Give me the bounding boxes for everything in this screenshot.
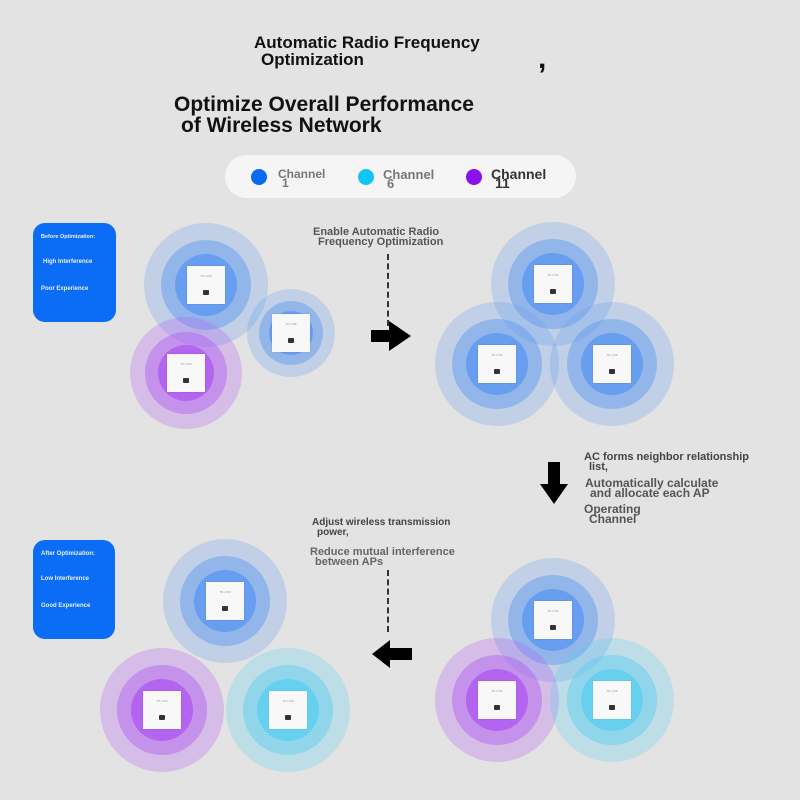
legend-label: Channel	[278, 167, 326, 181]
ap-brand-label: TP-LINK	[282, 699, 294, 703]
access-point-icon: TP-LINK	[269, 691, 307, 729]
ap-brand-label: TP-LINK	[285, 322, 297, 326]
channel-6-dot-icon	[358, 169, 374, 185]
ap-brand-label: TP-LINK	[547, 273, 559, 277]
ethernet-port-icon	[494, 705, 500, 710]
access-point-icon: TP-LINK	[272, 314, 310, 352]
card-heading: Before Optimization:	[41, 234, 96, 240]
arrow-right-icon	[371, 321, 411, 351]
subtitle-line-1: Optimize Overall Performance	[174, 93, 474, 116]
step-allocate-note-3: Operating Channel	[584, 502, 641, 526]
card-line-interference: High Interference	[43, 259, 93, 265]
access-point-icon: TP-LINK	[167, 354, 205, 392]
channel-1-dot-icon	[251, 169, 267, 185]
ap-brand-label: TP-LINK	[156, 699, 168, 703]
step-note-line: Operating	[584, 502, 641, 516]
ethernet-port-icon	[550, 625, 556, 630]
legend-number: 6	[387, 176, 395, 191]
step-adjust-note: Adjust wireless transmission power,	[312, 518, 450, 538]
legend-number: 1	[282, 176, 289, 190]
step-note-line: list,	[589, 461, 608, 473]
step-allocate-note: AC forms neighbor relationship list,	[584, 451, 750, 473]
dashed-connector	[387, 254, 389, 326]
page-title: Automatic Radio Frequency Optimization	[254, 34, 480, 68]
card-line-experience: Good Experience	[41, 603, 91, 609]
ethernet-port-icon	[222, 606, 228, 611]
dashed-connector	[387, 570, 389, 632]
step-note-line: Automatically calculate	[585, 476, 719, 490]
step-note-line: Channel	[589, 512, 637, 526]
ethernet-port-icon	[609, 705, 615, 710]
after-optimization-card: After Optimization: Low Interference Goo…	[33, 540, 115, 639]
ap-brand-label: TP-LINK	[219, 590, 231, 594]
ethernet-port-icon	[159, 715, 165, 720]
card-line-interference: Low Interference	[41, 576, 90, 582]
ap-brand-label: TP-LINK	[200, 274, 212, 278]
ethernet-port-icon	[285, 715, 291, 720]
ethernet-port-icon	[494, 369, 500, 374]
access-point-icon: TP-LINK	[187, 266, 225, 304]
step-note-line: Frequency Optimization	[318, 236, 444, 248]
before-optimization-card: Before Optimization: High Interference P…	[33, 223, 116, 322]
access-point-icon: TP-LINK	[593, 681, 631, 719]
card-heading: After Optimization:	[41, 551, 95, 557]
step-enable-note: Enable Automatic Radio Frequency Optimiz…	[313, 226, 444, 248]
ethernet-port-icon	[609, 369, 615, 374]
step-note-line: Adjust wireless transmission	[312, 517, 451, 528]
title-line-2: Optimization	[261, 50, 364, 69]
ap-brand-label: TP-LINK	[491, 689, 503, 693]
arrow-down-icon	[540, 462, 568, 504]
access-point-icon: TP-LINK	[478, 681, 516, 719]
channel-11-dot-icon	[466, 169, 482, 185]
channel-legend: Channel 1 Channel 6 Channel 11	[225, 155, 576, 198]
card-line-experience: Poor Experience	[41, 286, 89, 292]
arrow-left-icon	[372, 640, 412, 668]
ap-brand-label: TP-LINK	[491, 353, 503, 357]
legend-number: 11	[495, 175, 510, 191]
ethernet-port-icon	[203, 290, 209, 295]
ap-brand-label: TP-LINK	[606, 353, 618, 357]
ethernet-port-icon	[550, 289, 556, 294]
ap-brand-label: TP-LINK	[180, 362, 192, 366]
step-note-line: AC forms neighbor relationship	[584, 451, 750, 463]
subtitle-line-2: of Wireless Network	[181, 114, 382, 137]
step-note-line: and allocate each AP	[590, 486, 710, 500]
access-point-icon: TP-LINK	[206, 582, 244, 620]
page-subtitle: Optimize Overall Performance of Wireless…	[174, 94, 474, 136]
step-allocate-note-2: Automatically calculate and allocate eac…	[585, 476, 719, 500]
title-line-1: Automatic Radio Frequency	[254, 33, 480, 52]
access-point-icon: TP-LINK	[534, 265, 572, 303]
ethernet-port-icon	[183, 378, 189, 383]
step-note-line: between APs	[315, 556, 384, 568]
step-note-line: power,	[317, 527, 349, 538]
step-note-line: Enable Automatic Radio	[313, 226, 440, 238]
access-point-icon: TP-LINK	[478, 345, 516, 383]
title-separator: ,	[538, 42, 547, 75]
access-point-icon: TP-LINK	[593, 345, 631, 383]
ap-brand-label: TP-LINK	[606, 689, 618, 693]
ap-brand-label: TP-LINK	[547, 609, 559, 613]
ethernet-port-icon	[288, 338, 294, 343]
legend-label: Channel	[383, 167, 435, 182]
legend-label: Channel	[491, 166, 547, 182]
access-point-icon: TP-LINK	[534, 601, 572, 639]
step-adjust-note-2: Reduce mutual interference between APs	[310, 546, 455, 568]
access-point-icon: TP-LINK	[143, 691, 181, 729]
step-note-line: Reduce mutual interference	[310, 546, 455, 558]
